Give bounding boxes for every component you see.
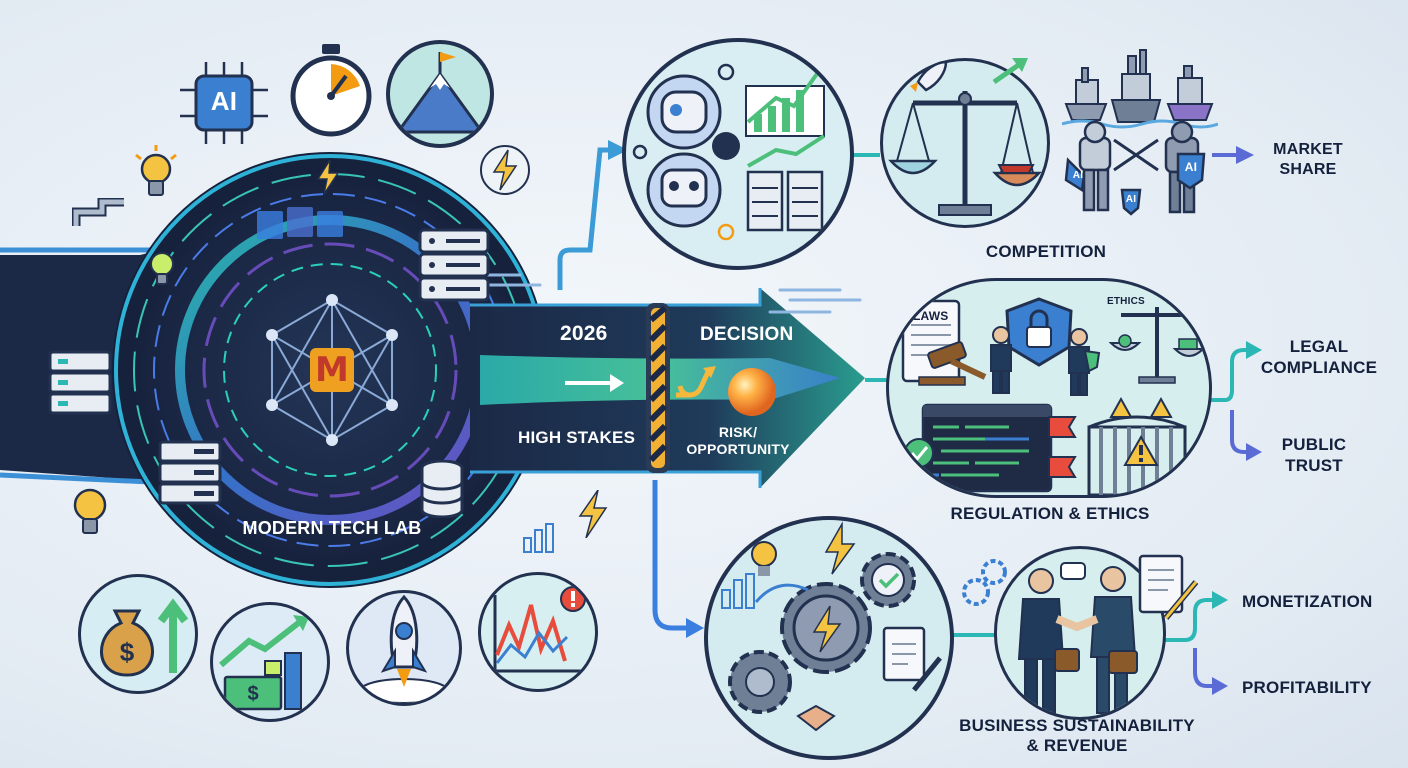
svg-text:$: $ — [247, 683, 258, 705]
outcome-monetization: MONETIZATION — [1242, 592, 1373, 611]
growth-chart-icon: $ — [210, 602, 330, 722]
svg-text:$: $ — [120, 637, 135, 667]
stopwatch-icon — [288, 42, 374, 138]
outcome-legal-compliance: LEGAL COMPLIANCE — [1254, 336, 1384, 378]
competition-label: COMPETITION — [985, 242, 1107, 261]
mountain-flag-icon — [386, 40, 494, 148]
barrier-gate — [646, 303, 670, 473]
rocket-small-icon — [906, 56, 952, 102]
lightning-icon — [478, 142, 532, 198]
money-bag-icon: $ — [78, 574, 198, 694]
mini-bar-chart-icon — [522, 520, 562, 554]
business-gears-circle — [704, 516, 954, 760]
lightning-icon-hub — [316, 160, 340, 194]
outcome-profitability: PROFITABILITY — [1242, 678, 1372, 697]
profit-text: PROFIT — [1167, 296, 1205, 307]
shield-ai-text-2: AI — [1184, 160, 1198, 174]
market-share-line2: SHARE — [1279, 161, 1337, 178]
risk-line1: RISK/ — [718, 424, 758, 440]
monitor-icon — [255, 205, 345, 245]
ethics-text: ETHICS — [1107, 296, 1145, 307]
pipe-icon — [72, 198, 128, 232]
lightbulb-icon-bottom — [70, 485, 110, 545]
ai-growth-circle — [622, 38, 854, 270]
rocket-icon — [346, 590, 462, 706]
server-rack-icon — [418, 228, 490, 302]
legal-line2: COMPLIANCE — [1260, 358, 1378, 377]
contract-icon — [1136, 552, 1200, 626]
lightbulb-icon-small — [146, 250, 178, 290]
competition-circle-left — [880, 58, 1050, 228]
handshake-panel — [994, 546, 1166, 720]
risk-opportunity-label: RISK/ OPPORTUNITY — [676, 424, 800, 458]
legal-line1: LEGAL — [1289, 337, 1349, 356]
lightbulb-icon — [132, 145, 180, 205]
ai-chip-text: AI — [210, 86, 238, 116]
decision-label: DECISION — [700, 324, 794, 345]
outcome-market-share: MARKET SHARE — [1252, 140, 1364, 180]
high-stakes-label: HIGH STAKES — [518, 428, 636, 447]
outcome-public-trust: PUBLIC TRUST — [1264, 434, 1364, 476]
laws-text: LAWS — [913, 309, 949, 323]
public-line2: TRUST — [1285, 456, 1343, 475]
market-share-line1: MARKET — [1273, 141, 1343, 158]
trend-up-arrow-icon — [990, 56, 1030, 86]
business-line1: BUSINESS SUSTAINABILITY — [959, 716, 1195, 735]
gears-small-icon — [958, 556, 1010, 608]
volatile-chart-icon — [478, 572, 598, 692]
shield-ai-text-1: AI — [1072, 170, 1084, 181]
database-icon — [420, 460, 464, 518]
hub-logo: M — [314, 350, 350, 390]
regulation-panel: LAWS ETHICS PROFIT — [886, 278, 1212, 498]
ships-robots-group: AI AI AI — [1062, 40, 1218, 230]
hub-network: M — [252, 290, 412, 450]
ai-chip-icon: AI — [176, 60, 272, 146]
business-line2: & REVENUE — [1026, 736, 1128, 755]
server-rack-icon-bottom — [158, 440, 222, 506]
server-rack-icon-left — [48, 350, 112, 416]
hub-label: MODERN TECH LAB — [242, 518, 422, 538]
regulation-label: REGULATION & ETHICS — [950, 504, 1150, 523]
year-label: 2026 — [560, 322, 608, 345]
network-icon — [266, 294, 398, 446]
business-label: BUSINESS SUSTAINABILITY & REVENUE — [940, 716, 1214, 756]
public-line1: PUBLIC — [1281, 435, 1347, 454]
shield-ai-text-3: AI — [1125, 194, 1137, 205]
lightning-icon-lower — [578, 490, 608, 538]
risk-line2: OPPORTUNITY — [686, 441, 790, 457]
